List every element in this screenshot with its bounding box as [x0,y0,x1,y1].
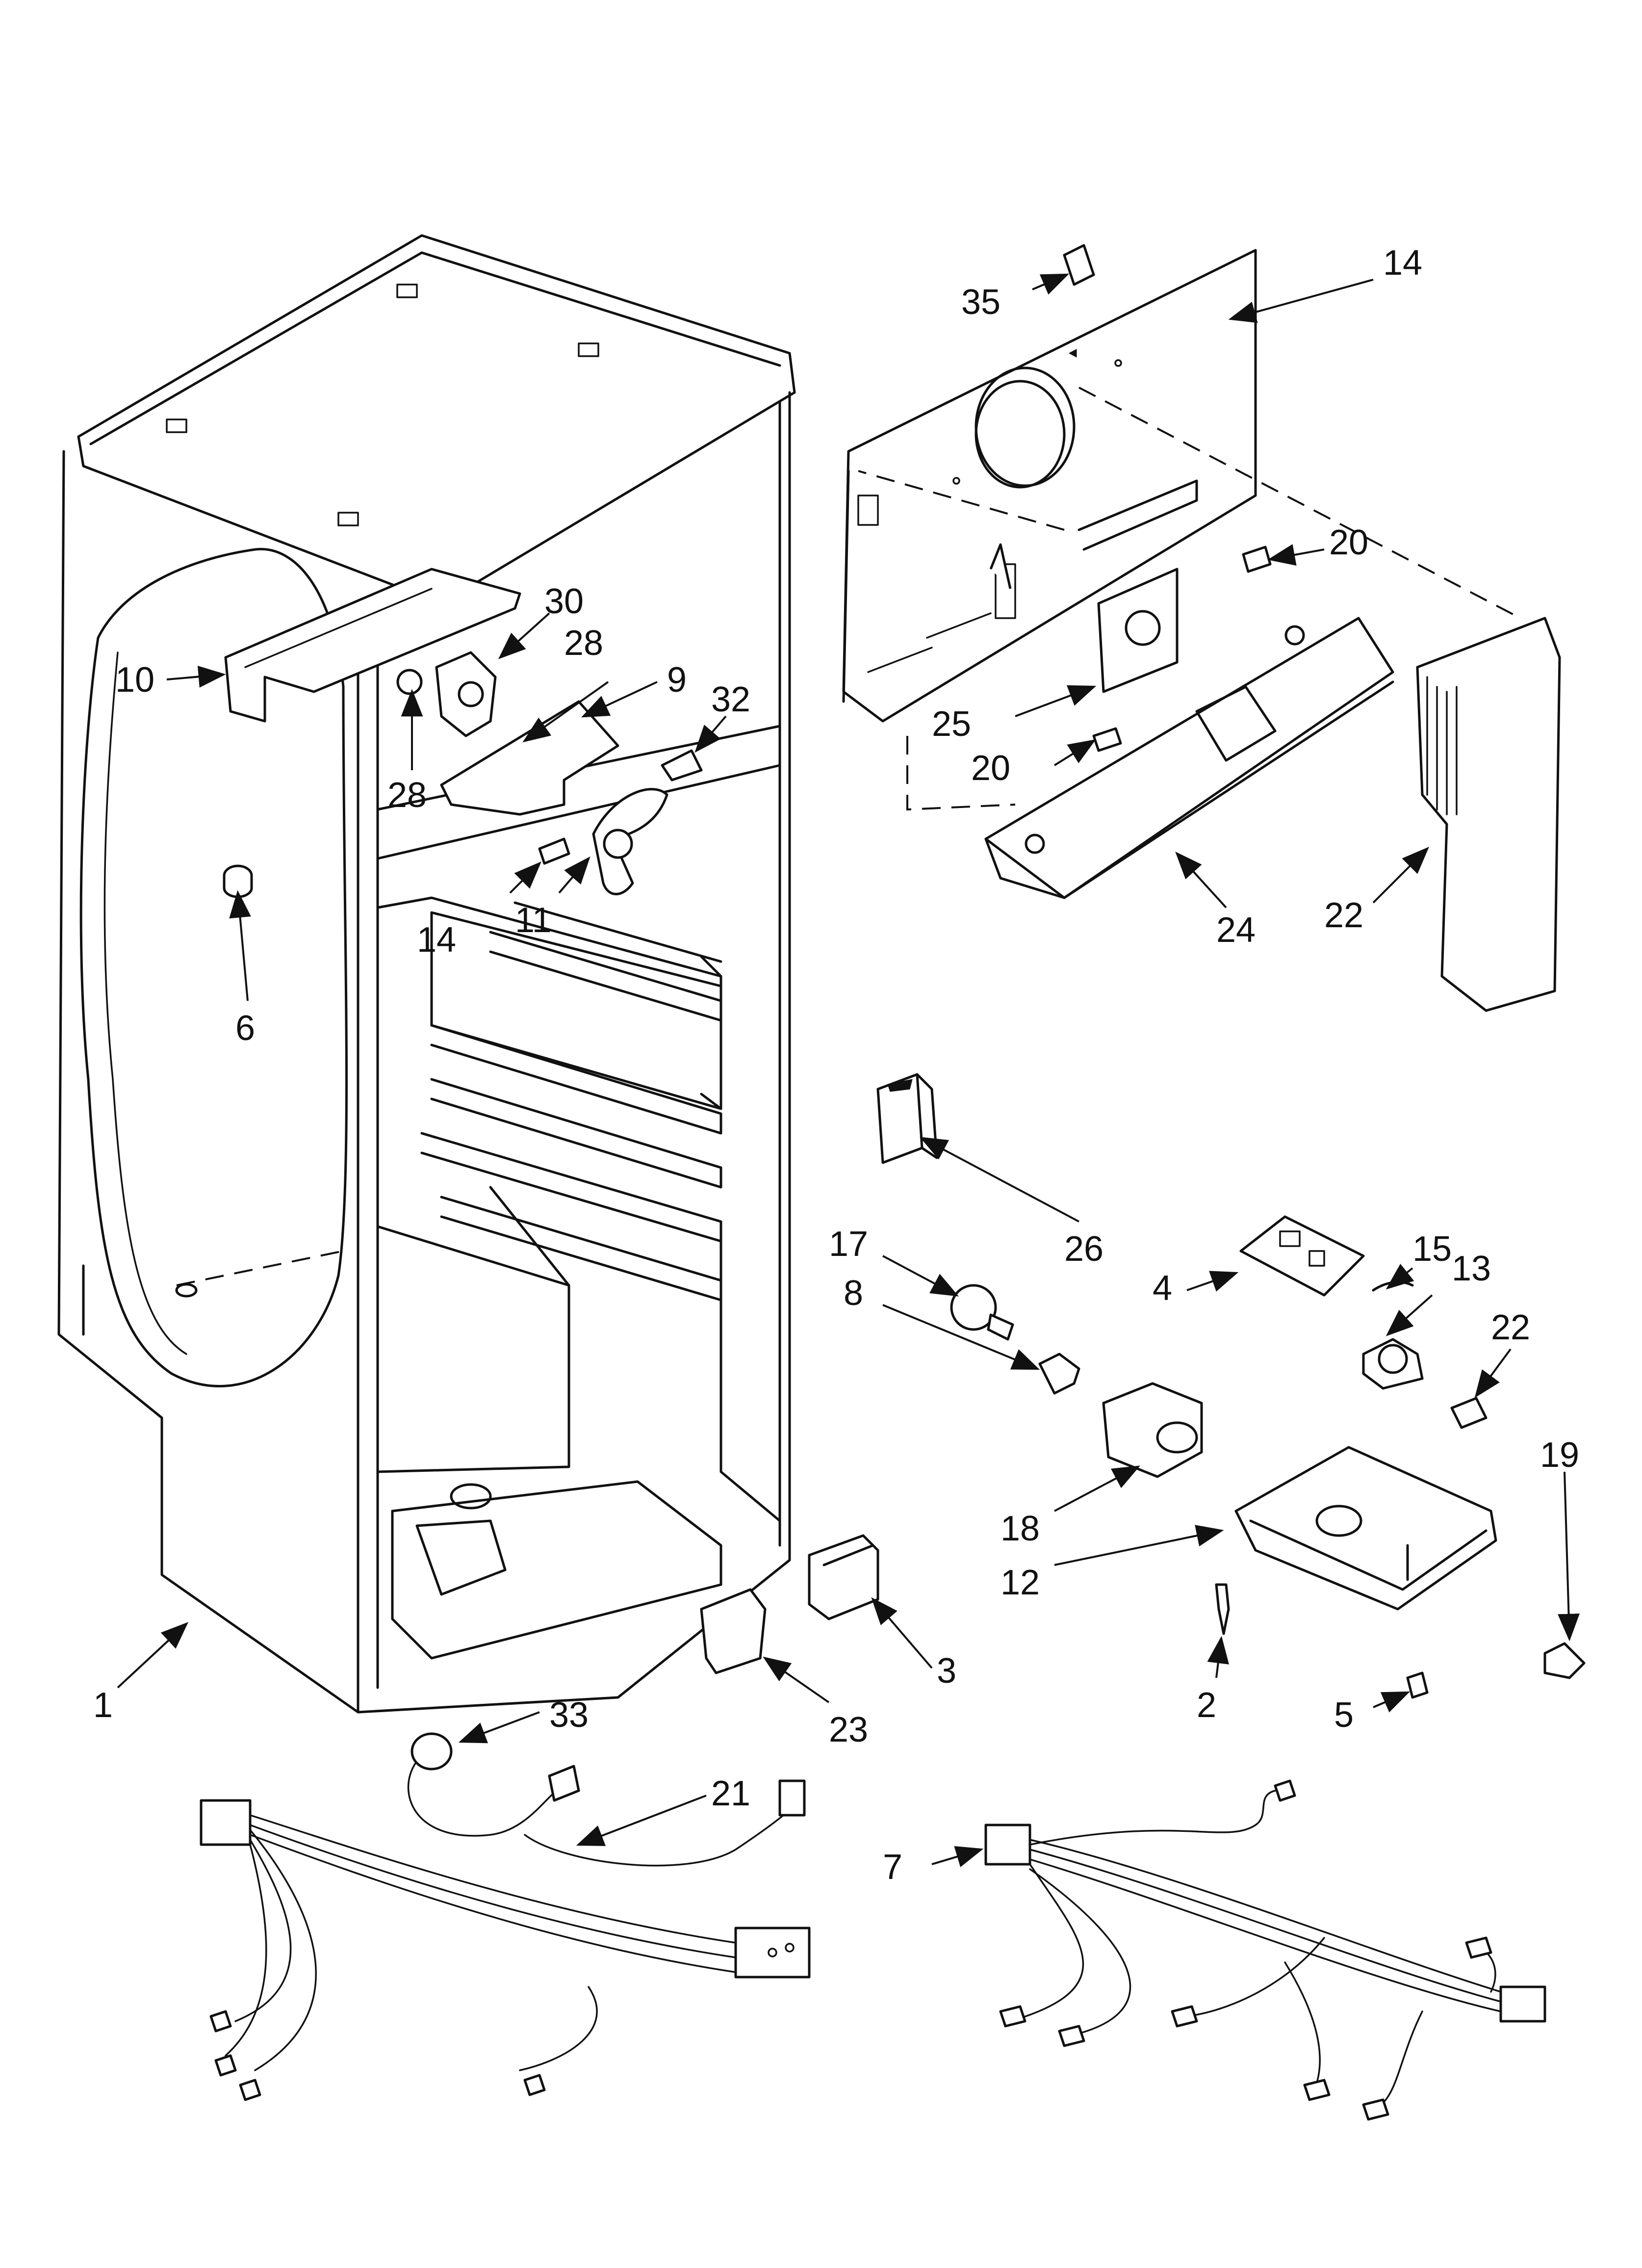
dashed-guide-2 [1078,387,1521,619]
callout-18: 18 [1001,1509,1040,1548]
callout-19: 19 [1540,1435,1579,1475]
part-8-socket [1038,1353,1080,1395]
part-25-diffuser [984,617,1394,899]
callout-8: 8 [844,1274,863,1313]
callout-labels: 35 14 20 25 20 24 22 10 30 28 9 32 28 14… [93,243,1579,1887]
callout-15: 15 [1412,1229,1452,1269]
part-30-control [396,651,526,759]
callout-14: 14 [417,920,456,960]
part-20-screw-lower [1092,727,1122,752]
callout-10: 10 [115,660,154,700]
callout-13: 13 [1452,1249,1491,1288]
part-14-screw [538,837,570,865]
callout-11: 11 [515,901,552,940]
part-11-fan-blade [592,788,668,895]
part-6-plug [223,864,253,898]
callout-33: 33 [549,1695,589,1735]
callout-24: 23 [829,1710,868,1749]
part-21-wiring-harness [200,1732,811,2101]
callout-12: 12 [1001,1563,1040,1602]
part-3-block [808,1534,879,1620]
callout-1: 1 [93,1686,113,1725]
callout-20-upper: 20 [1329,523,1368,562]
callout-21: 21 [711,1774,750,1813]
part-23-cover [1416,617,1561,1012]
callout-25: 24 [1216,911,1256,950]
part-19-connector [1543,1642,1586,1679]
part-26-switch-box [876,1073,938,1164]
part-18-housing [1102,1382,1203,1478]
dashed-guide-3 [906,736,1016,811]
callout-3: 3 [937,1651,956,1691]
part-17-bulb [950,1284,1014,1341]
callout-6: 6 [235,1009,255,1048]
part-24-connector [700,1588,767,1674]
callout-2: 2 [1197,1686,1216,1725]
callout-28-lower: 28 [387,776,427,815]
dashed-guide-1 [858,470,1065,531]
part-32-screw [661,749,703,782]
part-22-knob [1450,1397,1488,1429]
callout-17: 17 [829,1225,868,1264]
callout-9: 9 [667,660,687,700]
part-13-thermostat [1362,1338,1424,1390]
callout-22: 22 [1491,1308,1530,1347]
callout-20-lower: 20 [971,749,1010,788]
part-12-housing [1234,1446,1497,1611]
part-2-screw [1215,1583,1230,1635]
callout-35: 35 [961,283,1001,322]
callout-27: 25 [932,704,971,744]
part-16-panel [842,249,1257,723]
part-7-wiring-harness [984,1779,1546,2121]
part-20-screw-upper [1242,546,1272,573]
part-5-screw [1406,1671,1429,1699]
callout-30: 30 [544,582,584,621]
callout-32: 32 [711,680,750,719]
callout-26: 26 [1064,1229,1103,1269]
callout-16: 14 [1383,243,1422,283]
callout-28-upper: 28 [564,624,603,663]
part-35-clip [1063,244,1095,286]
leader-lines [117,273,1580,1867]
cabinet-liner [57,234,796,1714]
callout-4: 4 [1153,1269,1172,1308]
callout-23: 22 [1324,896,1363,935]
callout-7: 7 [883,1848,902,1887]
part-10-bracket [224,568,521,723]
part-4-control-board [1239,1215,1365,1297]
callout-5: 5 [1334,1695,1354,1735]
